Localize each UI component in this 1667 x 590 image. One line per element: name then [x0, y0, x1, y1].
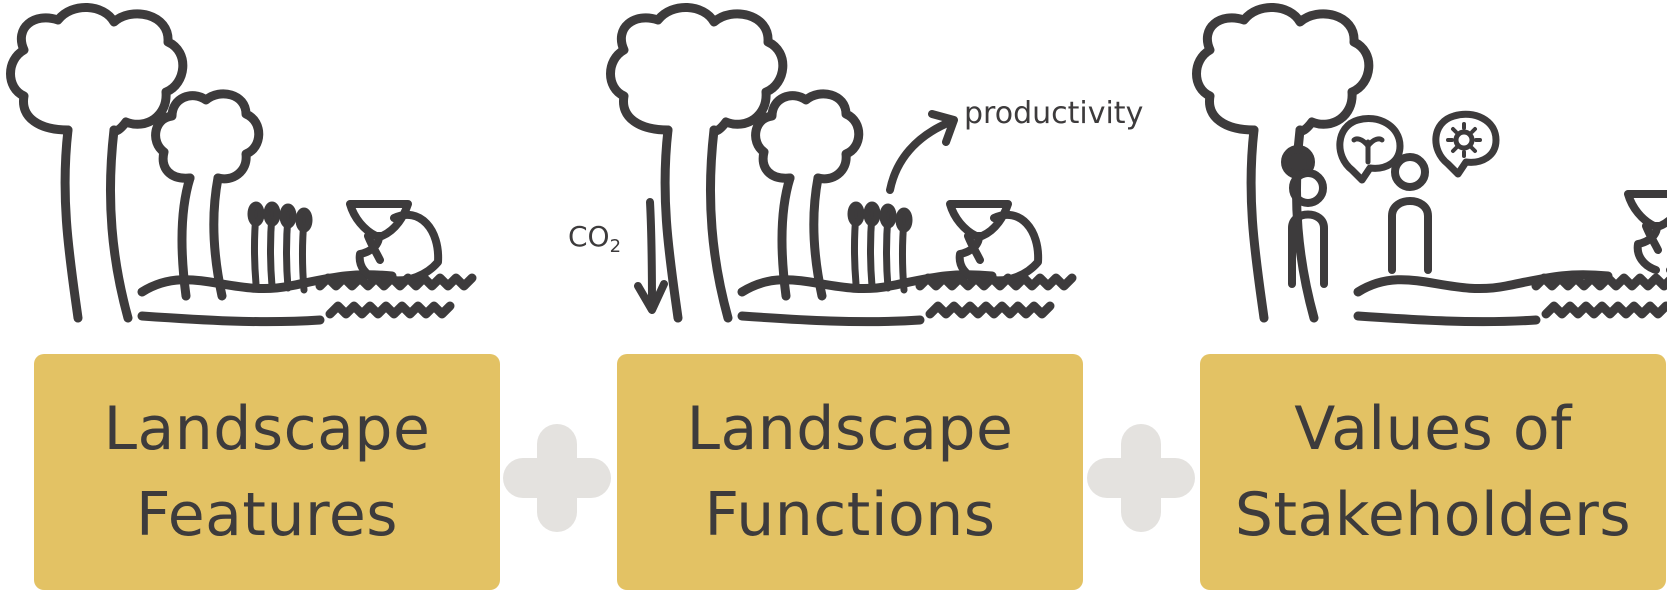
speech-bubble-icon	[1432, 110, 1500, 178]
panel-2-line-2: Functions	[704, 480, 996, 550]
plus-icon	[503, 424, 611, 532]
productivity-label: productivity	[964, 96, 1144, 131]
plus-icon	[1087, 424, 1195, 532]
tree-icon	[11, 7, 183, 318]
co2-subscript: 2	[609, 236, 622, 257]
tree-icon	[156, 94, 259, 296]
ground-icon	[142, 275, 472, 322]
plus-bar-vertical	[1121, 424, 1161, 532]
flower-icon	[1628, 194, 1667, 270]
co2-label: CO2	[568, 220, 621, 257]
landscape-functions-box: Landscape Functions	[617, 354, 1083, 590]
landscape-features-box: Landscape Features	[34, 354, 500, 590]
person-icon	[1388, 153, 1432, 274]
person-icon	[1281, 145, 1328, 288]
ground-icon	[742, 275, 1072, 322]
flower-icon	[950, 204, 1038, 280]
grass-icon	[251, 205, 309, 290]
panel-1-line-2: Features	[136, 480, 398, 550]
co2-text: CO	[568, 220, 610, 253]
up-arrow-icon	[886, 110, 958, 194]
panel-3-line-1: Values of	[1294, 394, 1572, 464]
tree-icon	[611, 7, 783, 318]
panel-2-line-1: Landscape	[686, 394, 1014, 464]
values-of-stakeholders-box: Values of Stakeholders	[1200, 354, 1666, 590]
flower-icon	[350, 204, 438, 280]
down-arrow-icon	[634, 198, 668, 314]
plus-bar-vertical	[537, 424, 577, 532]
tree-icon	[756, 94, 859, 296]
panel-1-illustration	[11, 7, 473, 321]
panel-1-line-1: Landscape	[103, 394, 431, 464]
grass-icon	[851, 205, 909, 290]
panel-2-illustration	[611, 7, 1073, 321]
panel-3-line-2: Stakeholders	[1234, 480, 1632, 550]
speech-bubble-icon	[1336, 115, 1404, 184]
ground-icon	[1358, 275, 1667, 322]
panel-3-illustration	[1197, 7, 1667, 321]
